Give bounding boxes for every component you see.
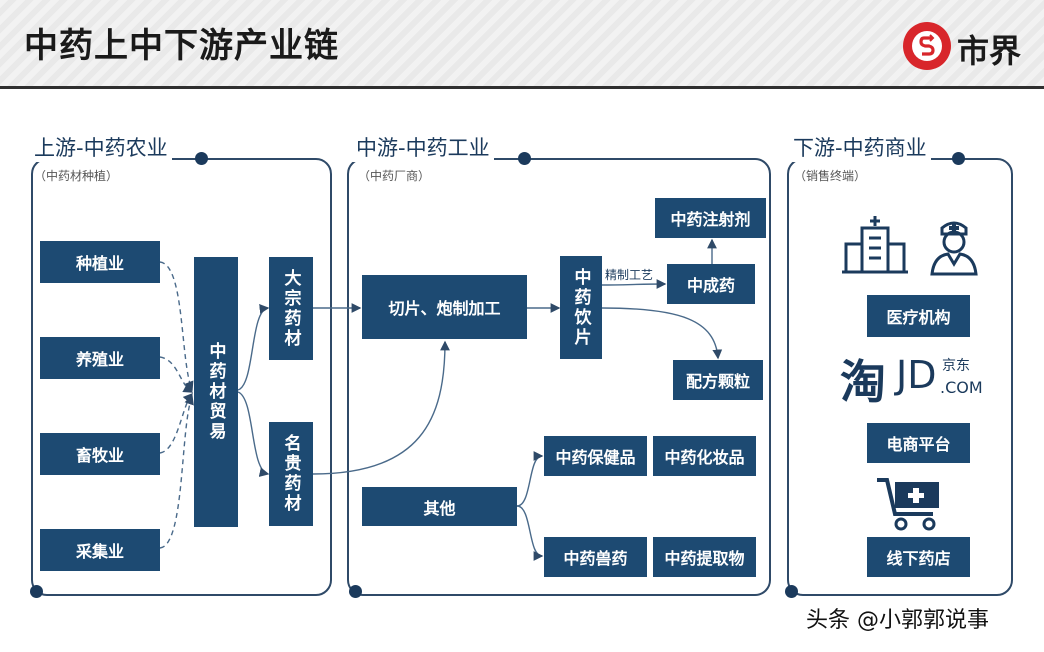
upstream-subtitle: （中药材种植）: [34, 169, 119, 183]
panel-marker-dot: [785, 585, 798, 598]
ecommerce-box: 电商平台: [867, 423, 970, 463]
downstream-subtitle: （销售终端）: [794, 169, 867, 183]
veterinary-box: 中药兽药: [544, 537, 647, 577]
midstream-subtitle: （中药厂商）: [358, 169, 431, 183]
process-label: 精制工艺: [605, 266, 654, 283]
bulk-herbs-box: 大宗药材: [269, 257, 313, 360]
connector-line: [516, 451, 544, 507]
jd-logo-cn: 京东: [942, 358, 970, 374]
brand-s-icon: [919, 34, 935, 56]
source-breeding: 养殖业: [40, 337, 160, 379]
taobao-logo: 淘: [840, 355, 886, 409]
connector-line: [237, 304, 270, 391]
offline-pharmacy-box: 线下药店: [867, 537, 970, 577]
brand-logo: 市界: [903, 22, 1043, 72]
panel-marker-dot: [952, 152, 965, 165]
processing-box: 切片、炮制加工: [362, 275, 527, 339]
precious-herbs-box: 名贵药材: [269, 422, 313, 526]
panel-marker-dot: [195, 152, 208, 165]
health-products-box: 中药保健品: [544, 436, 647, 476]
watermark: 头条 @小郭郭说事: [806, 608, 989, 633]
patent-medicine-box: 中成药: [667, 264, 755, 304]
upstream-title: 上游-中药农业: [30, 132, 172, 162]
other-box: 其他: [362, 487, 517, 526]
doctor-icon: [930, 221, 978, 276]
panel-marker-dot: [349, 585, 362, 598]
jd-logo-com: .COM: [940, 378, 983, 397]
source-livestock: 畜牧业: [40, 433, 160, 475]
midstream-title: 中游-中药工业: [352, 132, 494, 162]
page-title: 中药上中下游产业链: [24, 26, 339, 66]
hospital-icon: [842, 216, 908, 274]
herb-trade-box: 中药材贸易: [194, 257, 238, 527]
granules-box: 配方颗粒: [673, 360, 763, 400]
connector-line: [312, 340, 450, 475]
source-gathering: 采集业: [40, 529, 160, 571]
panel-marker-dot: [518, 152, 531, 165]
decoction-pieces-box: 中药饮片: [560, 256, 602, 359]
extract-box: 中药提取物: [653, 537, 756, 577]
source-planting: 种植业: [40, 241, 160, 283]
connector-line: [159, 394, 194, 549]
downstream-title: 下游-中药商业: [789, 132, 931, 162]
title-bar: 中药上中下游产业链 市界: [0, 0, 1044, 89]
panel-marker-dot: [30, 585, 43, 598]
jd-logo: JD: [896, 353, 937, 397]
medical-institutions-box: 医疗机构: [867, 295, 970, 337]
midstream-panel: [347, 158, 771, 596]
shopping-cart-icon: [877, 478, 939, 531]
connector-line: [159, 356, 194, 393]
injection-box: 中药注射剂: [655, 198, 766, 238]
upstream-panel: [31, 158, 332, 596]
connector-line: [159, 261, 194, 392]
cosmetics-box: 中药化妆品: [653, 436, 756, 476]
connector-line: [601, 307, 723, 360]
connector-line: [601, 279, 667, 289]
connector-line: [237, 391, 270, 477]
connector-line: [516, 505, 544, 561]
brand-logo-text: 市界: [957, 32, 1022, 70]
